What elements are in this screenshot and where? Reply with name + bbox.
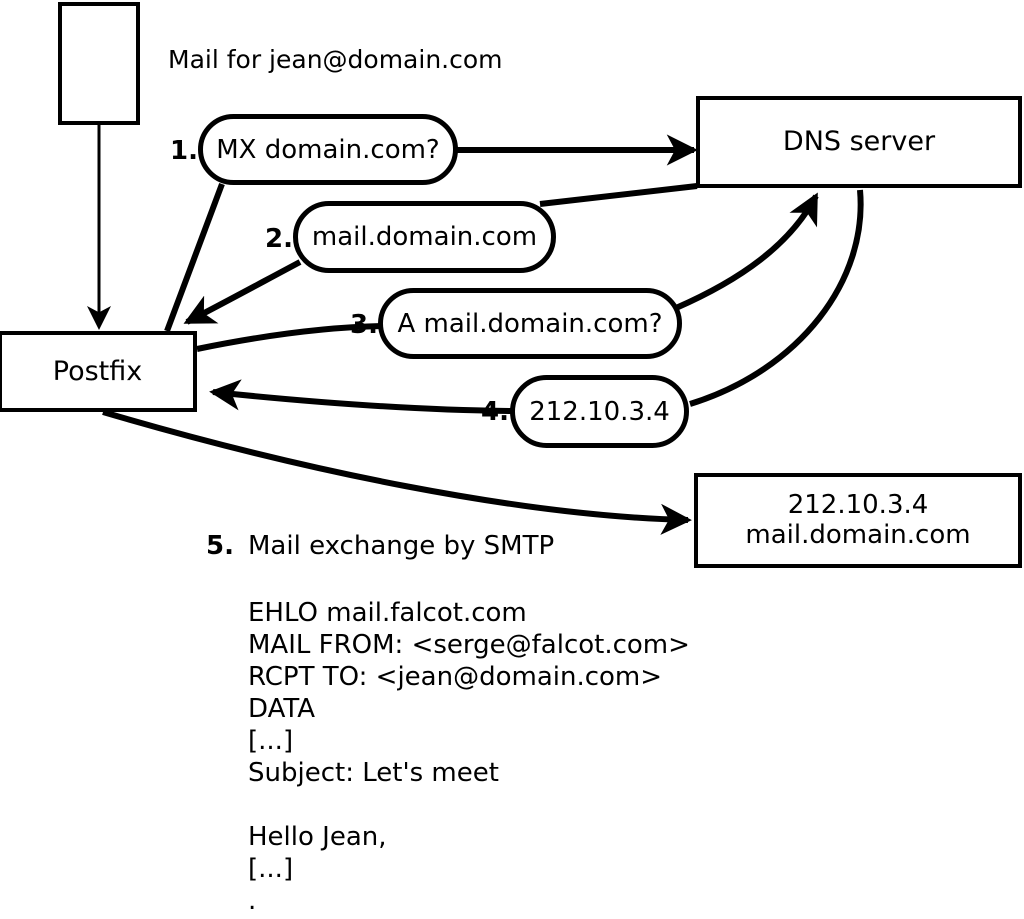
smtp-transcript-line: DATA (248, 694, 315, 724)
smtp-transcript-line (248, 789, 690, 821)
step-1-bubble-label: MX domain.com? (216, 134, 440, 165)
edge-step1-postfix-to-bubble (164, 182, 225, 333)
step-1-bubble: MX domain.com? (198, 114, 458, 185)
smtp-transcript-line: . (248, 886, 257, 916)
step-4-bubble-label: 212.10.3.4 (529, 396, 670, 427)
edge-step5-postfix-to-remote (102, 409, 692, 535)
edge-step3-bubble-to-dns (674, 192, 819, 311)
smtp-transcript-line: MAIL FROM: <serge@falcot.com> (248, 630, 690, 660)
step-5-label: Mail exchange by SMTP (248, 531, 555, 561)
dns-server-box: DNS server (696, 96, 1022, 188)
smtp-transcript-line: [...] (248, 854, 294, 884)
smtp-transcript-line: Subject: Let's meet (248, 758, 499, 788)
step-4-bubble: 212.10.3.4 (510, 375, 689, 448)
edge-step4-bubble-to-postfix (209, 379, 513, 414)
dns-server-label: DNS server (782, 126, 936, 158)
step-1-number: 1. (170, 136, 198, 166)
step-3-number: 3. (350, 310, 378, 340)
step-3-bubble-label: A mail.domain.com? (397, 308, 663, 339)
postfix-box: Postfix (0, 331, 197, 412)
client-box (58, 2, 140, 125)
remote-mail-server-ip: 212.10.3.4 (787, 489, 929, 520)
smtp-transcript-line: EHLO mail.falcot.com (248, 598, 527, 628)
page-title: Mail for jean@domain.com (168, 45, 503, 74)
step-2-bubble-label: mail.domain.com (311, 222, 538, 252)
postfix-label: Postfix (52, 355, 143, 387)
edge-step2-dns-to-bubble (539, 183, 698, 207)
step-3-bubble: A mail.domain.com? (378, 288, 682, 359)
edge-step2-bubble-to-postfix (183, 259, 302, 325)
remote-mail-server-box: 212.10.3.4 mail.domain.com (694, 473, 1022, 568)
smtp-transcript-line: Hello Jean, (248, 822, 387, 852)
step-2-bubble: mail.domain.com (293, 201, 556, 273)
step-4-number: 4. (481, 397, 509, 427)
smtp-transcript-line: [...] (248, 726, 294, 756)
smtp-transcript-line: RCPT TO: <jean@domain.com> (248, 662, 663, 692)
step-2-number: 2. (265, 224, 293, 254)
remote-mail-server-host: mail.domain.com (745, 519, 971, 550)
edge-step4-dns-to-bubble (689, 189, 864, 407)
edge-step3-postfix-to-bubble (196, 323, 384, 352)
step-5-number: 5. (206, 531, 234, 561)
